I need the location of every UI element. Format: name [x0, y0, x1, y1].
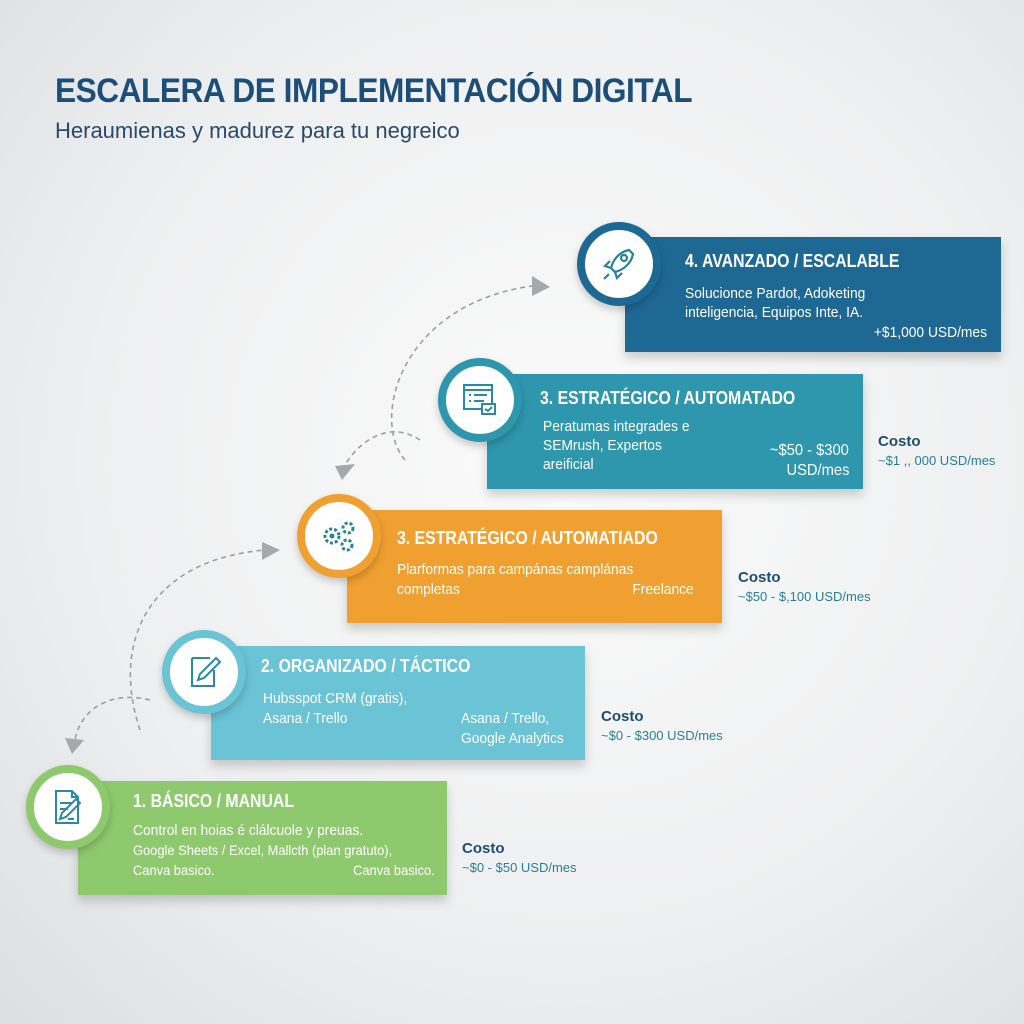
step-3a-cost: Costo ~$1 ,, 000 USD/mes — [878, 433, 995, 468]
step-line: inteligencia, Equipos Inte, IA. — [685, 304, 863, 321]
cost-label: Costo — [601, 708, 644, 725]
step-cost: +$1,000 USD/mes — [873, 324, 987, 341]
step-line: Asana / Trello, — [461, 710, 550, 727]
checklist-window-icon — [463, 384, 496, 415]
step-3b-cost: Costo ~$50 - $,100 USD/mes — [738, 569, 871, 604]
step-cost: Freelance — [632, 581, 694, 598]
cost-value: ~$0 - $50 USD/mes — [462, 860, 577, 875]
step-4-card: 4. AVANZADO / ESCALABLE Solucionce Pardo… — [625, 237, 1001, 352]
step-2-badge — [162, 630, 246, 714]
step-line: Plarformas para campánas camplánas — [397, 561, 634, 578]
arrow-step1-to-step2 — [74, 696, 151, 741]
cost-label: Costo — [738, 569, 781, 586]
step-line: Hubsspot CRM (gratis), — [263, 690, 408, 707]
step-heading: 2. ORGANIZADO / TÁCTICO — [261, 656, 471, 676]
page-subtitle: Heraumienas y madurez para tu negreico — [55, 118, 460, 143]
step-2-cost: Costo ~$0 - $300 USD/mes — [601, 708, 723, 743]
step-line: Canva basico. — [133, 862, 215, 878]
cost-label: Costo — [462, 840, 505, 857]
arrowhead — [65, 738, 84, 754]
arrowhead — [532, 276, 550, 296]
step-heading: 1. BÁSICO / MANUAL — [133, 791, 295, 811]
rocket-icon — [602, 248, 635, 281]
cost-value: ~$1 ,, 000 USD/mes — [878, 453, 996, 468]
cost-value: ~$0 - $300 USD/mes — [601, 728, 723, 743]
step-3b-badge — [297, 494, 381, 578]
step-line: Solucionce Pardot, Adoketing — [685, 285, 866, 302]
spreadsheet-pen-icon — [55, 790, 82, 824]
step-heading: 3. ESTRATÉGICO / AUTOMATIADO — [397, 528, 658, 548]
gears-icon — [323, 521, 355, 552]
arrowhead — [262, 542, 280, 560]
step-1-badge — [26, 765, 110, 849]
step-line: Peratumas integrades e — [543, 418, 690, 435]
arrow-step3a-to-step4 — [390, 284, 541, 461]
step-3b-card: 3. ESTRATÉGICO / AUTOMATIADO Plarformas … — [347, 510, 722, 623]
cost-label: Costo — [878, 433, 921, 450]
step-cost: ~$50 - $300 — [770, 442, 849, 459]
arrow-step3b-to-step3a — [344, 431, 421, 466]
step-3a-badge — [438, 358, 522, 442]
step-heading: 4. AVANZADO / ESCALABLE — [685, 251, 900, 271]
edit-document-icon — [191, 656, 222, 687]
step-2-card: 2. ORGANIZADO / TÁCTICO Hubsspot CRM (gr… — [211, 646, 585, 760]
step-4-badge — [577, 222, 661, 306]
step-line: Control en hoias é clálcuole y preuas. — [133, 822, 364, 839]
arrowhead — [335, 464, 355, 480]
step-line: SEMrush, Expertos — [543, 437, 662, 454]
step-heading: 3. ESTRATÉGICO / AUTOMATADO — [540, 388, 796, 408]
step-line: areificial — [543, 456, 594, 473]
step-line: completas — [397, 581, 460, 598]
step-1-cost: Costo ~$0 - $50 USD/mes — [462, 840, 577, 875]
step-line: Google Sheets / Excel, Mallcth (plan gra… — [133, 842, 393, 858]
step-1-card: 1. BÁSICO / MANUAL Control en hoias é cl… — [78, 781, 447, 895]
cost-value: ~$50 - $,100 USD/mes — [738, 589, 871, 604]
page-title: ESCALERA DE IMPLEMENTACIÓN DIGITAL — [55, 72, 693, 110]
step-line: Google Analytics — [461, 730, 564, 747]
arrow-step2-to-step3b — [129, 549, 266, 731]
step-cost: USD/mes — [786, 462, 849, 479]
step-3a-card: 3. ESTRATÉGICO / AUTOMATADO Peratumas in… — [487, 374, 863, 489]
step-cost: Canva basico. — [353, 862, 435, 878]
step-line: Asana / Trello — [263, 710, 348, 727]
